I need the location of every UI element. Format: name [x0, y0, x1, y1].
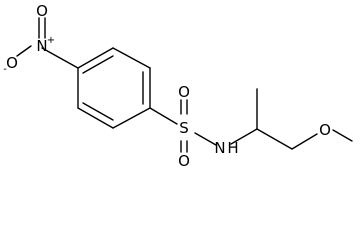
atom-nitro-o-top: O — [36, 2, 48, 20]
atom-sulfur: S — [179, 119, 189, 137]
bond-ring-nitro-n — [41, 47, 79, 69]
atom-nitro-o-left-charge: - — [3, 64, 7, 75]
bond-nitro-n-o-left — [16, 45, 32, 57]
atom-labels: O N + O - O S O N H O — [3, 2, 331, 170]
bonds — [16, 17, 353, 153]
atom-ether-o: O — [319, 121, 331, 139]
bond-ring-sulfur — [149, 107, 178, 125]
ring-bond-c2-c3 — [112, 47, 151, 69]
atom-nitro-n-charge: + — [47, 35, 55, 46]
atom-nitro-o-left: O — [6, 54, 18, 72]
bond-n-ch — [230, 128, 258, 145]
atom-amide-n: N — [214, 139, 225, 157]
bond-o-methyl — [332, 129, 353, 142]
atom-sulfonyl-o-top: O — [178, 83, 190, 101]
chemical-structure: O N + O - O S O N H O — [3, 2, 353, 170]
bond-ch2-o — [291, 133, 318, 150]
ring-bond-c5-c6 — [77, 107, 114, 129]
bond-s-n — [194, 132, 217, 146]
ring-bond-c5-c6-inner — [82, 102, 114, 121]
atom-nitro-n: N — [36, 37, 47, 55]
bond-ch-ch2 — [256, 128, 293, 150]
ring-bond-c4-c5 — [112, 107, 151, 129]
ring-bond-c1-c2-inner — [82, 55, 114, 74]
atom-amide-h: H — [227, 139, 238, 157]
atom-sulfonyl-o-bottom: O — [178, 152, 190, 170]
ring-bond-c1-c2 — [77, 47, 114, 69]
